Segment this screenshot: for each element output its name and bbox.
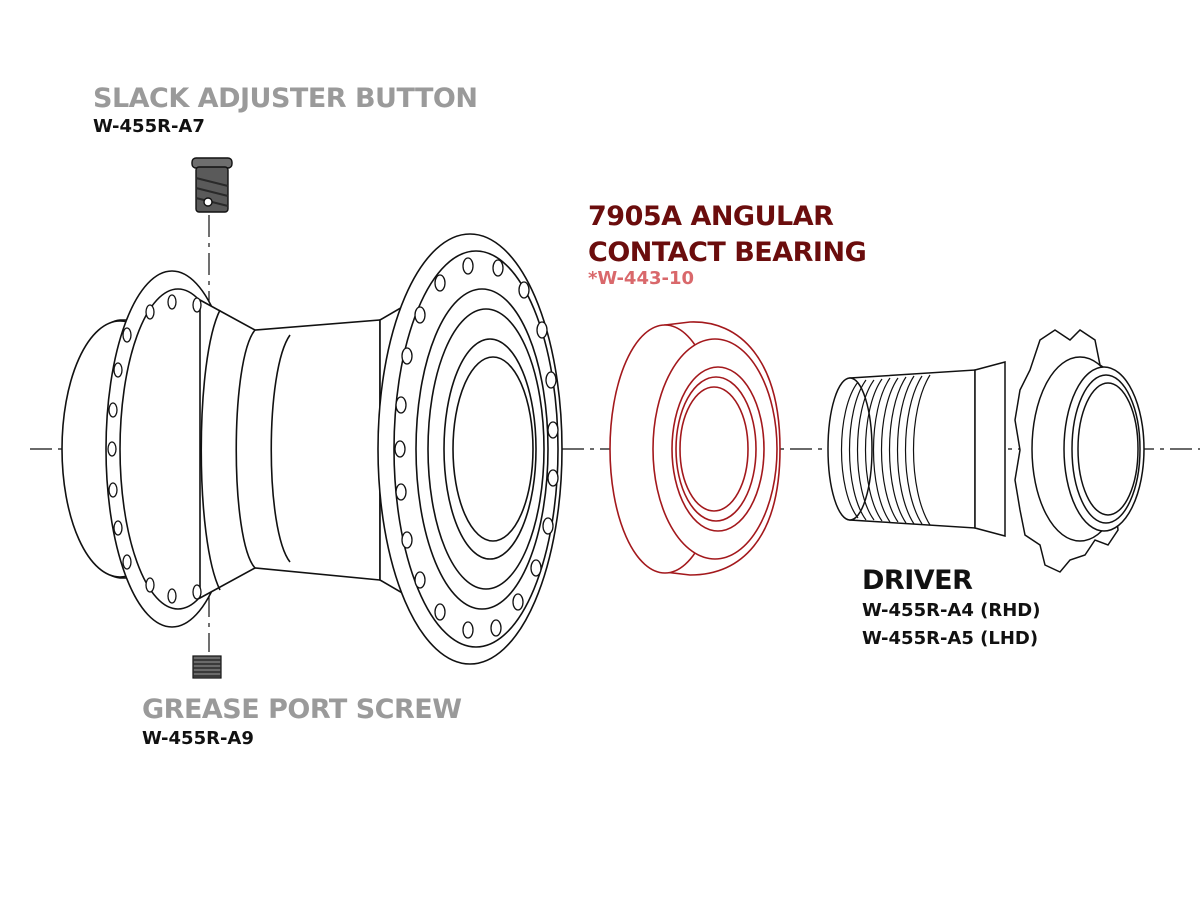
driver-part-number-rhd: W-455R-A4 (RHD) [862,600,1041,621]
hub-shell [61,233,563,665]
angular-contact-bearing [609,321,781,576]
bearing-title: 7905A ANGULAR CONTACT BEARING [588,199,867,271]
driver-threads [840,374,931,526]
grease-port-part-number: W-455R-A9 [142,728,254,749]
left-flange-holes [107,294,202,604]
driver-part-number-lhd: W-455R-A5 (LHD) [862,628,1039,649]
driver-title: DRIVER [862,565,973,596]
driver [827,329,1145,573]
slack-adjuster-button [191,157,233,213]
grease-port-screw [192,655,222,679]
slack-adjuster-part-number: W-455R-A7 [93,116,205,137]
slack-adjuster-title: SLACK ADJUSTER BUTTON [93,83,478,114]
bearing-title-line2: CONTACT BEARING [588,237,867,268]
bearing-part-number: *W-443-10 [588,268,695,289]
right-flange-holes [394,257,559,639]
bearing-title-line1: 7905A ANGULAR [588,201,834,232]
grease-port-title: GREASE PORT SCREW [142,694,462,725]
